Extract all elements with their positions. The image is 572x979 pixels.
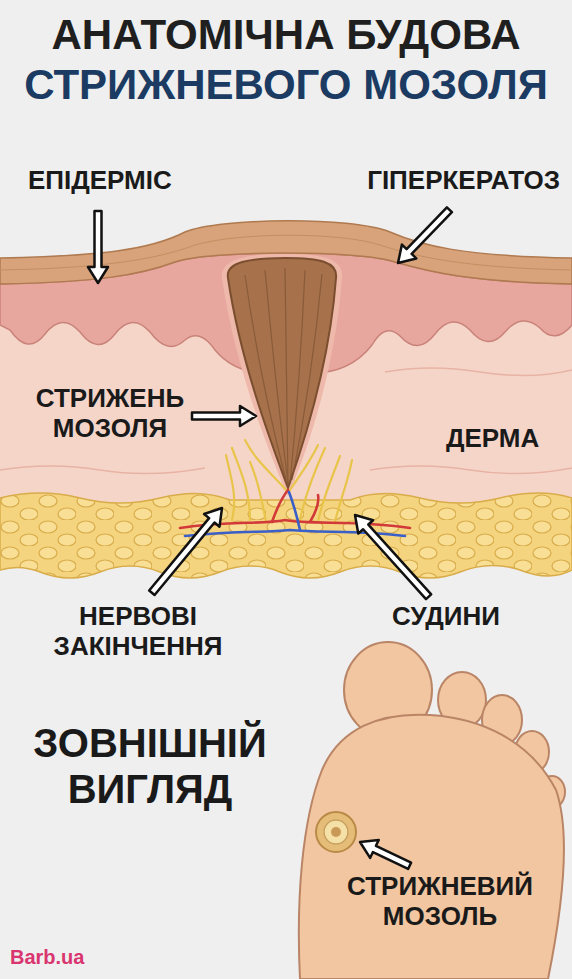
nerve-fiber [226, 455, 234, 520]
part-label: СУДИНИ [392, 602, 542, 632]
nerve-fiber [335, 460, 352, 522]
layer-label: ГІПЕРКЕРАТОЗ [346, 166, 560, 196]
nerve-fiber [290, 445, 318, 490]
artery [310, 495, 318, 522]
label-box: СТРИЖНЕВИЙ МОЗОЛЬ [340, 872, 540, 932]
leader-arrow [144, 502, 230, 600]
label-box: ЕПІДЕРМІС [28, 166, 198, 196]
corn-core [228, 258, 336, 488]
corn-inner [324, 820, 348, 844]
label-box: Barb.ua [10, 946, 150, 969]
label-box: СТРИЖЕНЬ МОЗОЛЯ [25, 384, 195, 444]
foot-sole [299, 715, 564, 979]
core-halo [222, 254, 342, 496]
dermis-fiber [0, 466, 205, 474]
title-box: АНАТОМІЧНА БУДОВА СТРИЖНЕВОГО МОЗОЛЯ [8, 10, 564, 111]
layer-label: ЕПІДЕРМІС [28, 166, 198, 196]
part-label: СТРИЖЕНЬ МОЗОЛЯ [25, 384, 195, 444]
layer-label: ДЕРМА [446, 424, 566, 454]
part-label: СТРИЖНЕВИЙ МОЗОЛЬ [340, 872, 540, 932]
leader-arrow [348, 508, 436, 603]
dermis-fiber [385, 368, 572, 376]
corn-center [331, 827, 341, 837]
vein [289, 492, 300, 530]
dermis-fiber [370, 466, 572, 474]
fat-layer [0, 493, 572, 578]
label-box: ЗОВНІШНІЙ ВИГЛЯД [20, 720, 280, 812]
title: АНАТОМІЧНА БУДОВА СТРИЖНЕВОГО МОЗОЛЯ [8, 10, 564, 111]
section-heading: ЗОВНІШНІЙ ВИГЛЯД [20, 720, 280, 812]
label-box: НЕРВОВІ ЗАКІНЧЕННЯ [43, 602, 233, 662]
artery [272, 490, 288, 522]
core-texture [265, 270, 288, 484]
nerve-fiber [250, 462, 266, 522]
core-texture [292, 274, 322, 480]
label-box: ГІПЕРКЕРАТОЗ [346, 166, 560, 196]
corn-ring [316, 812, 356, 852]
leader-arrow [88, 211, 108, 283]
core-texture [285, 268, 288, 486]
watermark: Barb.ua [10, 946, 150, 969]
leader-arrow [356, 833, 414, 875]
label-box: СУДИНИ [392, 602, 542, 632]
part-label: НЕРВОВІ ЗАКІНЧЕННЯ [43, 602, 233, 662]
leader-arrow [192, 406, 256, 426]
label-box: ДЕРМА [446, 424, 566, 454]
leader-arrow [391, 203, 457, 270]
